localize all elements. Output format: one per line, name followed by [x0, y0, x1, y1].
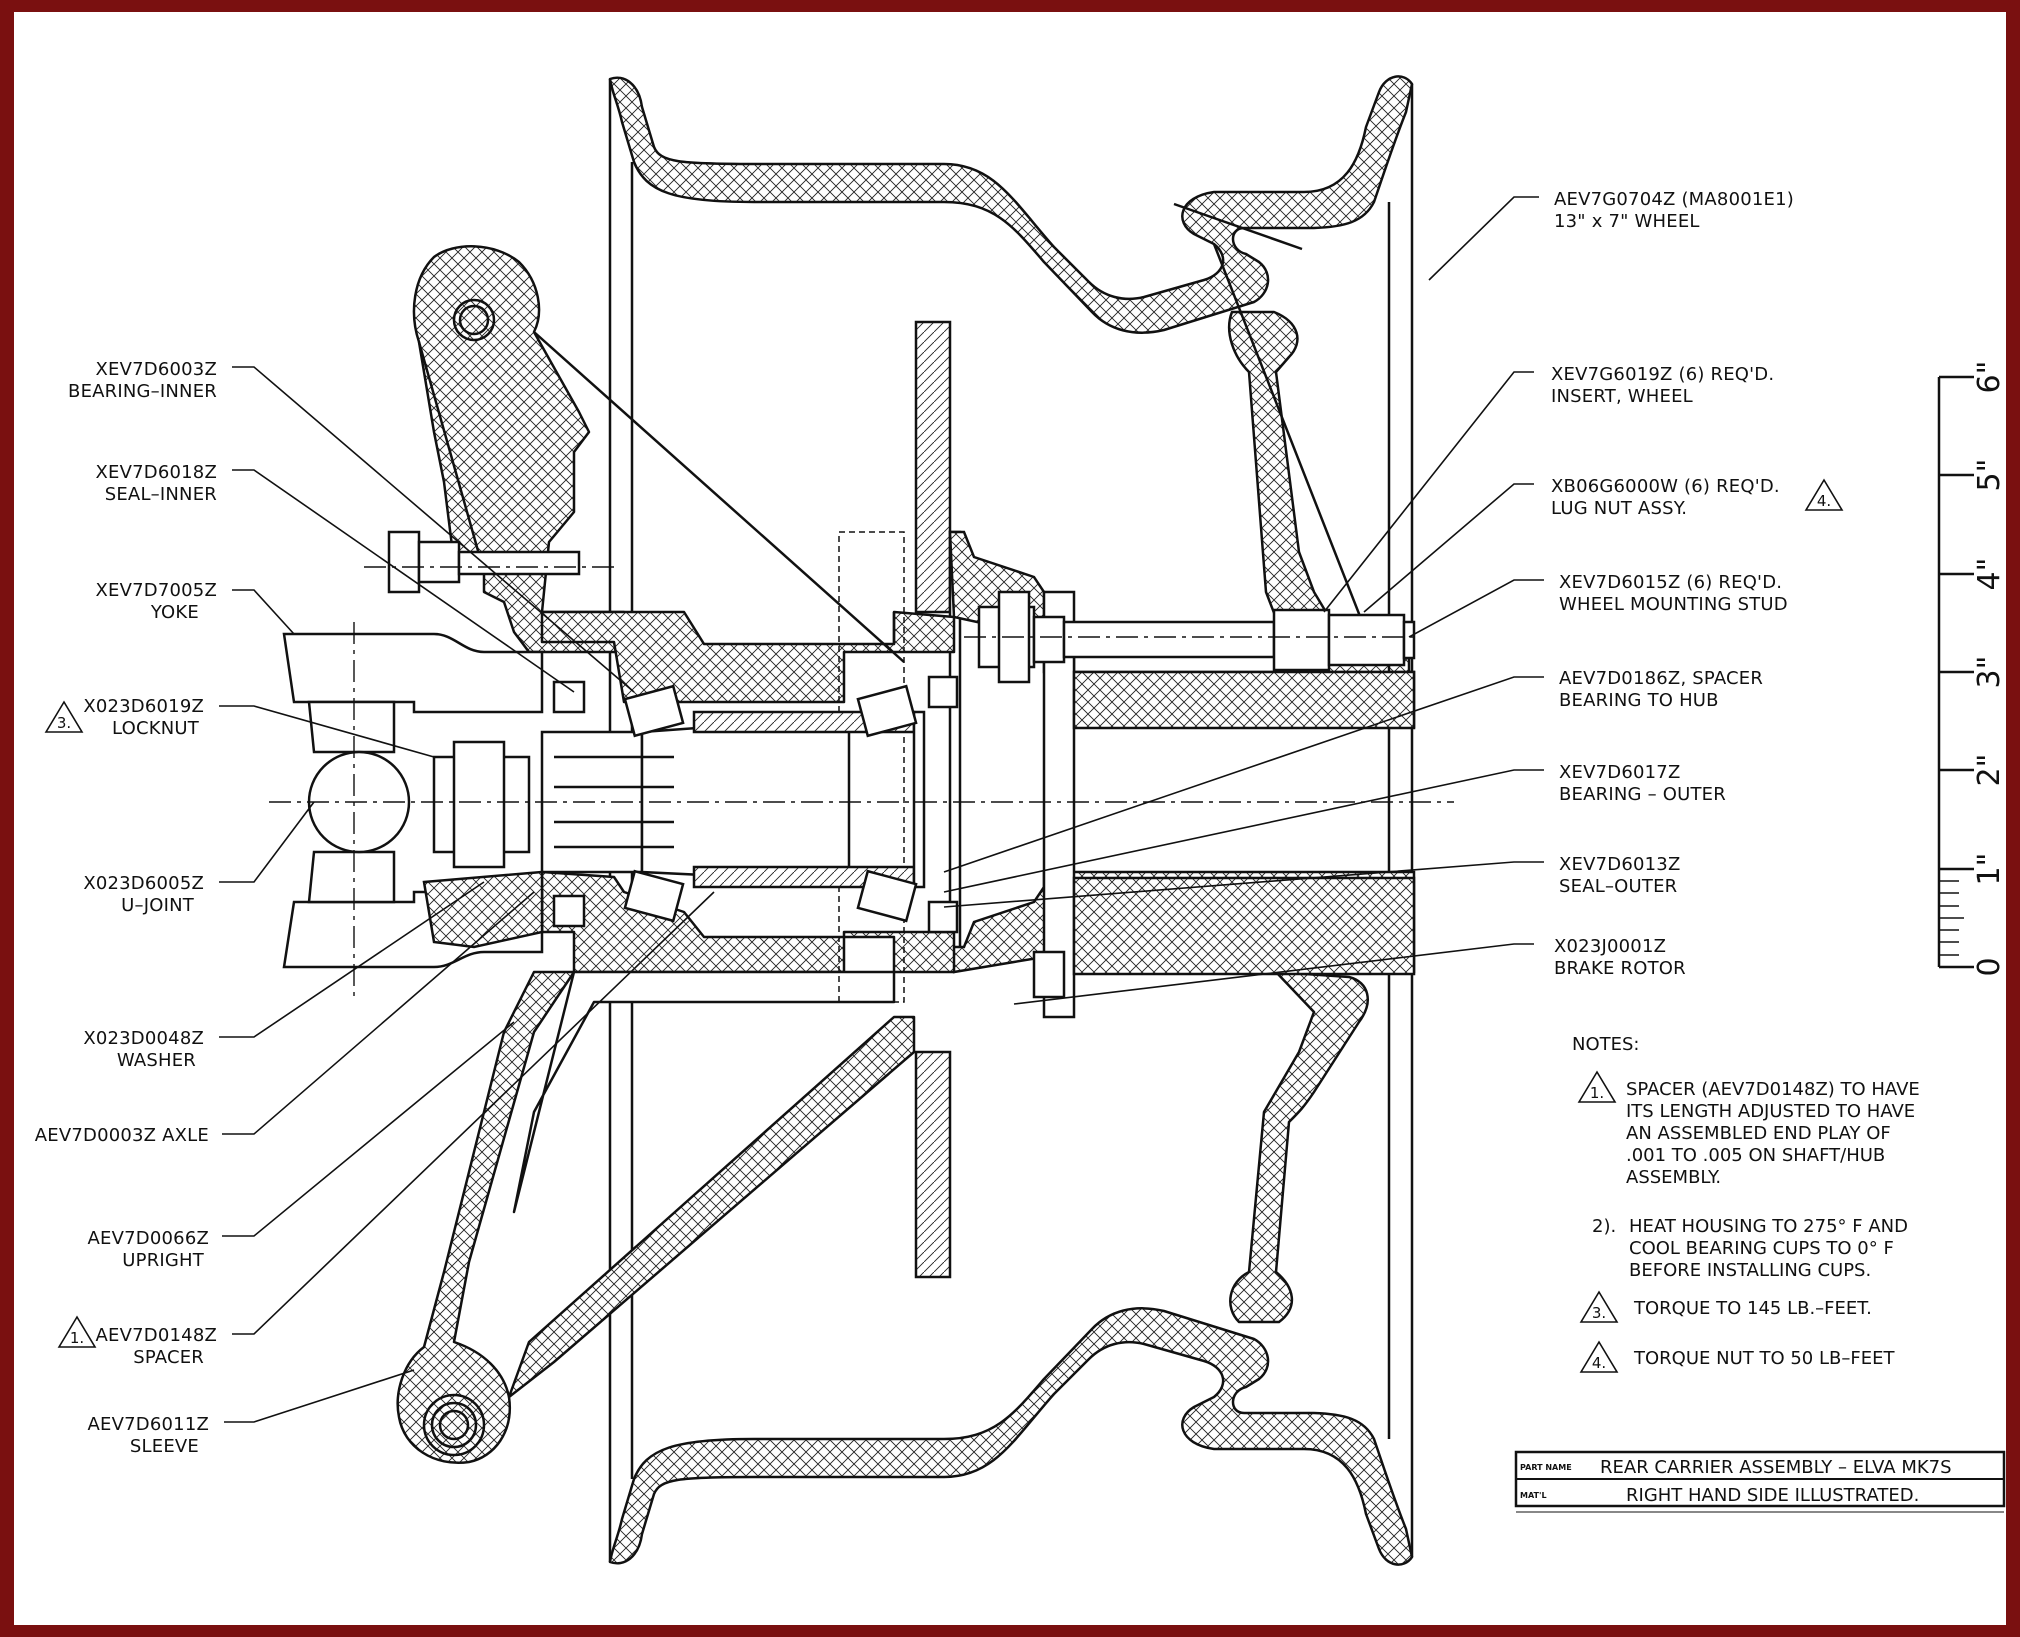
- callout-part: AEV7D0148Z: [96, 1325, 217, 1346]
- callout-desc: BEARING–INNER: [68, 381, 217, 402]
- callout-desc: UPRIGHT: [122, 1250, 205, 1271]
- scale-label: 5": [1972, 459, 2006, 492]
- callout-desc: 13" x 7" WHEEL: [1554, 211, 1700, 232]
- note-2-line: COOL BEARING CUPS TO 0° F: [1629, 1238, 1894, 1259]
- drawing-sheet: XEV7D6003Z BEARING–INNER XEV7D6018Z SEAL…: [14, 12, 2006, 1625]
- callout-desc: YOKE: [150, 602, 199, 623]
- callout-part: AEV7G0704Z (MA8001E1): [1554, 189, 1794, 210]
- svg-text:4.: 4.: [1817, 492, 1831, 510]
- wheel-studs: [387, 530, 1416, 999]
- callout-part: XEV7G6019Z (6) REQ'D.: [1551, 364, 1774, 385]
- svg-text:3.: 3.: [57, 714, 71, 732]
- callout-part: X023D6005Z: [83, 873, 204, 894]
- callout-desc: BEARING – OUTER: [1559, 784, 1726, 805]
- scale-label: 6": [1972, 361, 2006, 394]
- upright: [396, 245, 956, 1465]
- scale-label: 2": [1972, 754, 2006, 787]
- flag-triangle-icon: 4.: [1804, 478, 1844, 511]
- notes-heading: NOTES:: [1572, 1034, 1640, 1055]
- callout-part: XB06G6000W (6) REQ'D.: [1551, 476, 1780, 497]
- callout-part: AEV7D0003Z AXLE: [35, 1125, 209, 1146]
- scale-label: 4": [1972, 558, 2006, 591]
- callout-desc: BRAKE ROTOR: [1554, 958, 1686, 979]
- callout-desc: WHEEL MOUNTING STUD: [1559, 594, 1788, 615]
- flag-triangle-icon: [1577, 1070, 1617, 1103]
- part-name: REAR CARRIER ASSEMBLY – ELVA MK7S: [1600, 1457, 1952, 1478]
- notes: NOTES: 1. SPACER (AEV7D0148Z) TO HAVE IT…: [1572, 1034, 1920, 1373]
- callout-part: XEV7D6018Z: [96, 462, 217, 483]
- axle-shaft: [540, 710, 926, 889]
- svg-text:1.: 1.: [1590, 1084, 1604, 1102]
- callout-part: AEV7D6011Z: [88, 1414, 209, 1435]
- scale-label: 0: [1972, 957, 2006, 976]
- matl-label: MAT'L: [1520, 1491, 1547, 1500]
- callout-part: XEV7D6003Z: [96, 359, 217, 380]
- note-1-line: AN ASSEMBLED END PLAY OF: [1626, 1123, 1891, 1144]
- inch-scale: [1937, 375, 1974, 969]
- callout-part: X023D6019Z: [83, 696, 204, 717]
- assembly-drawing: XEV7D6003Z BEARING–INNER XEV7D6018Z SEAL…: [35, 75, 2006, 1566]
- flag-triangle-icon: 1.: [57, 1315, 97, 1348]
- u-joint: [282, 632, 544, 969]
- leader-lines: [219, 196, 1544, 1423]
- flag-triangle-icon: [1579, 1290, 1619, 1323]
- callout-desc: SEAL–INNER: [105, 484, 217, 505]
- bearings: [552, 675, 959, 934]
- callouts-left: XEV7D6003Z BEARING–INNER XEV7D6018Z SEAL…: [35, 359, 217, 1457]
- note-2-line: BEFORE INSTALLING CUPS.: [1629, 1260, 1871, 1281]
- callout-part: X023D0048Z: [83, 1028, 204, 1049]
- svg-text:3.: 3.: [1592, 1304, 1606, 1322]
- svg-text:4.: 4.: [1592, 1354, 1606, 1372]
- note-1-line: SPACER (AEV7D0148Z) TO HAVE: [1626, 1079, 1920, 1100]
- callout-part: AEV7D0186Z, SPACER: [1559, 668, 1763, 689]
- callout-part: X023J0001Z: [1554, 936, 1666, 957]
- callout-desc: SEAL–OUTER: [1559, 876, 1677, 897]
- note-1-line: ASSEMBLY.: [1626, 1167, 1721, 1188]
- note-4: TORQUE NUT TO 50 LB–FEET: [1633, 1348, 1895, 1369]
- scale-label: 3": [1972, 656, 2006, 689]
- callout-desc: INSERT, WHEEL: [1551, 386, 1693, 407]
- note-1-line: ITS LENGTH ADJUSTED TO HAVE: [1626, 1101, 1915, 1122]
- callout-desc: SPACER: [133, 1347, 204, 1368]
- part-name-label: PART NAME: [1520, 1463, 1572, 1472]
- scale-label: 1": [1972, 853, 2006, 886]
- scale-labels: 0 1" 2" 3" 4" 5" 6": [1972, 361, 2006, 977]
- callout-desc: LUG NUT ASSY.: [1551, 498, 1687, 519]
- callout-desc: U–JOINT: [121, 895, 195, 916]
- matl-value: RIGHT HAND SIDE ILLUSTRATED.: [1626, 1485, 1919, 1506]
- title-block: PART NAME REAR CARRIER ASSEMBLY – ELVA M…: [1514, 1450, 2006, 1513]
- callout-part: AEV7D0066Z: [88, 1228, 209, 1249]
- callout-desc: BEARING TO HUB: [1559, 690, 1719, 711]
- callout-part: XEV7D7005Z: [96, 580, 217, 601]
- callout-part: XEV7D6013Z: [1559, 854, 1680, 875]
- flag-triangle-icon: 3.: [44, 700, 84, 733]
- flag-triangle-icon: [1579, 1340, 1619, 1373]
- callout-desc: LOCKNUT: [112, 718, 200, 739]
- note-2-num: 2).: [1592, 1216, 1616, 1237]
- note-2-line: HEAT HOUSING TO 275° F AND: [1629, 1216, 1908, 1237]
- callout-part: XEV7D6015Z (6) REQ'D.: [1559, 572, 1782, 593]
- callout-part: XEV7D6017Z: [1559, 762, 1680, 783]
- svg-text:1.: 1.: [70, 1329, 84, 1347]
- note-3: TORQUE TO 145 LB.–FEET.: [1633, 1298, 1872, 1319]
- callout-desc: SLEEVE: [130, 1436, 199, 1457]
- note-1-line: .001 TO .005 ON SHAFT/HUB: [1626, 1145, 1885, 1166]
- callout-desc: WASHER: [117, 1050, 196, 1071]
- callouts-right: AEV7G0704Z (MA8001E1) 13" x 7" WHEEL XEV…: [1551, 189, 1794, 979]
